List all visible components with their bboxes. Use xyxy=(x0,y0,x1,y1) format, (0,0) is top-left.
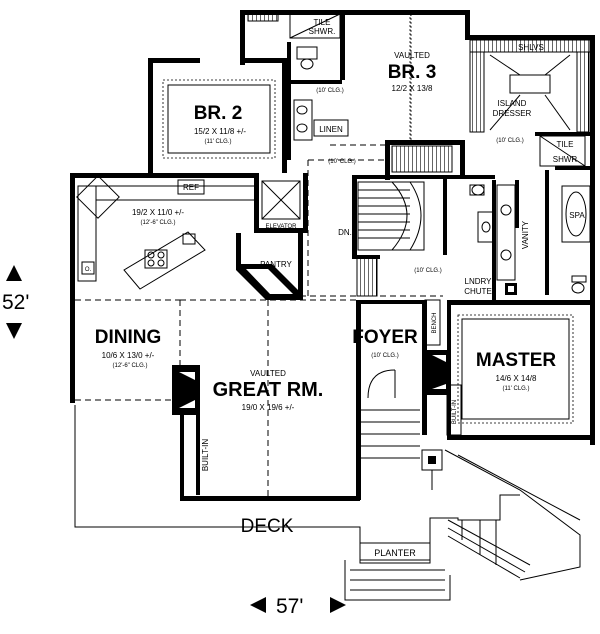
foyer-name: FOYER xyxy=(352,327,418,348)
tile-shwr-top-line2: SHWR. xyxy=(309,27,336,36)
width-dimension: 57' xyxy=(250,595,346,618)
bath-clg: (10' CLG.) xyxy=(316,88,344,94)
lndry-chute-line2: CHUTE xyxy=(464,287,492,296)
vanity-label: VANITY xyxy=(521,220,530,249)
great-rm-prefix: VAULTED xyxy=(250,369,286,378)
master-name: MASTER xyxy=(476,350,557,371)
island-dresser-clg: (10' CLG.) xyxy=(496,138,524,144)
arrow-right-icon xyxy=(330,597,346,613)
dn-label: DN. xyxy=(338,228,352,237)
great-rm-dims: 19/0 X 19/6 +/- xyxy=(242,403,295,412)
master-dims: 14/6 X 14/8 xyxy=(496,374,537,383)
br2-dims: 15/2 X 11/8 +/- xyxy=(194,127,246,136)
deck-outline xyxy=(74,405,581,601)
elevator-label: ELEVATOR xyxy=(265,224,297,230)
dining-dims: 10/6 X 13/0 +/- xyxy=(102,351,155,360)
arrow-left-icon xyxy=(250,597,266,613)
pantry-label: PANTRY xyxy=(260,260,292,269)
kitchen-clg: (12'-6" CLG.) xyxy=(141,220,176,226)
height-dimension: 52' xyxy=(2,265,29,339)
built-in-right-label: BUILT-IN xyxy=(452,400,458,424)
tile-shwr-master-line2: SHWR xyxy=(553,155,578,164)
tile-shwr-top-line1: TILE xyxy=(314,18,331,27)
island-dresser-line1: ISLAND xyxy=(498,99,527,108)
br3-dims: 12/2 X 13/8 xyxy=(392,84,433,93)
shlvs-label: SHLVS xyxy=(518,43,544,52)
o-label: O. xyxy=(85,267,92,273)
exterior-walls xyxy=(70,10,595,501)
br3-prefix: VAULTED xyxy=(394,51,430,60)
br2-clg: (11' CLG.) xyxy=(204,139,231,145)
tile-shwr-master-line1: TILE xyxy=(557,140,574,149)
stair-clg: (10' CLG.) xyxy=(414,268,442,274)
br2-name: BR. 2 xyxy=(194,103,243,124)
bench-label: BENCH xyxy=(432,312,438,333)
br3-name: BR. 3 xyxy=(388,62,437,83)
great-rm-name: GREAT RM. xyxy=(213,379,324,401)
dining-name: DINING xyxy=(95,327,162,348)
master-clg: (11' CLG.) xyxy=(502,386,529,392)
arrow-down-icon xyxy=(6,323,22,339)
arrow-up-icon xyxy=(6,265,22,281)
island-dresser-line2: DRESSER xyxy=(493,109,532,118)
built-in-left-label: BUILT-IN xyxy=(201,439,210,472)
foyer-clg: (10' CLG.) xyxy=(371,353,399,359)
hall-clg: (10' CLG.) xyxy=(328,159,356,165)
spa-label: SPA xyxy=(569,211,585,220)
ref-label: REF xyxy=(183,183,199,192)
height-label: 52' xyxy=(2,291,29,314)
deck-label: DECK xyxy=(241,516,294,537)
lndry-chute-line1: LNDRY xyxy=(465,277,493,286)
dining-clg: (12'-6" CLG.) xyxy=(113,363,148,369)
room-labels: BR. 2 15/2 X 11/8 +/- (11' CLG.) VAULTED… xyxy=(85,18,586,558)
planter-label: PLANTER xyxy=(374,548,416,558)
kitchen-dims: 19/2 X 11/0 +/- xyxy=(132,208,184,217)
linen-label: LINEN xyxy=(319,125,343,134)
width-label: 57' xyxy=(276,595,303,618)
